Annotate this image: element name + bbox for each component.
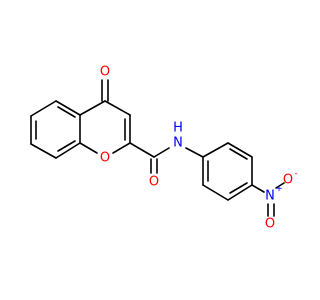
bond <box>57 106 76 118</box>
nitro-group <box>267 182 285 217</box>
pyranone-ring <box>79 79 131 154</box>
bond <box>55 100 81 116</box>
bond <box>229 148 248 160</box>
atom-o-nitro-bottom: O <box>265 217 275 232</box>
atom-o-amide: O <box>149 175 159 190</box>
bond <box>112 142 131 154</box>
atom-o-ring: O <box>100 151 110 166</box>
bond <box>251 184 265 193</box>
bond <box>129 142 155 158</box>
atom-n-nitro: N <box>265 189 275 204</box>
bond <box>227 184 253 201</box>
atom-o-ketone: O <box>100 65 110 80</box>
amide-group <box>129 142 204 174</box>
molecule-structure: O O O H N N + O - O <box>30 65 298 232</box>
bond <box>275 182 285 189</box>
atom-h-amide: H <box>173 121 183 136</box>
atom-o-nitro-top: O <box>283 173 293 188</box>
bond <box>104 100 131 116</box>
bond <box>153 147 170 158</box>
bond <box>202 142 229 158</box>
bond <box>30 143 57 159</box>
charge-plus: + <box>275 184 283 194</box>
bond <box>229 182 248 194</box>
bond <box>79 100 106 116</box>
charge-minus: - <box>294 169 297 179</box>
bond <box>30 100 57 117</box>
atom-n-amide: N <box>173 136 183 151</box>
bond <box>79 142 98 154</box>
bond <box>57 140 76 152</box>
bond <box>55 142 81 159</box>
benzo-ring <box>30 100 81 159</box>
bond <box>202 184 229 201</box>
bond <box>185 147 204 158</box>
bond <box>227 142 253 158</box>
nitrophenyl-ring <box>202 142 265 201</box>
